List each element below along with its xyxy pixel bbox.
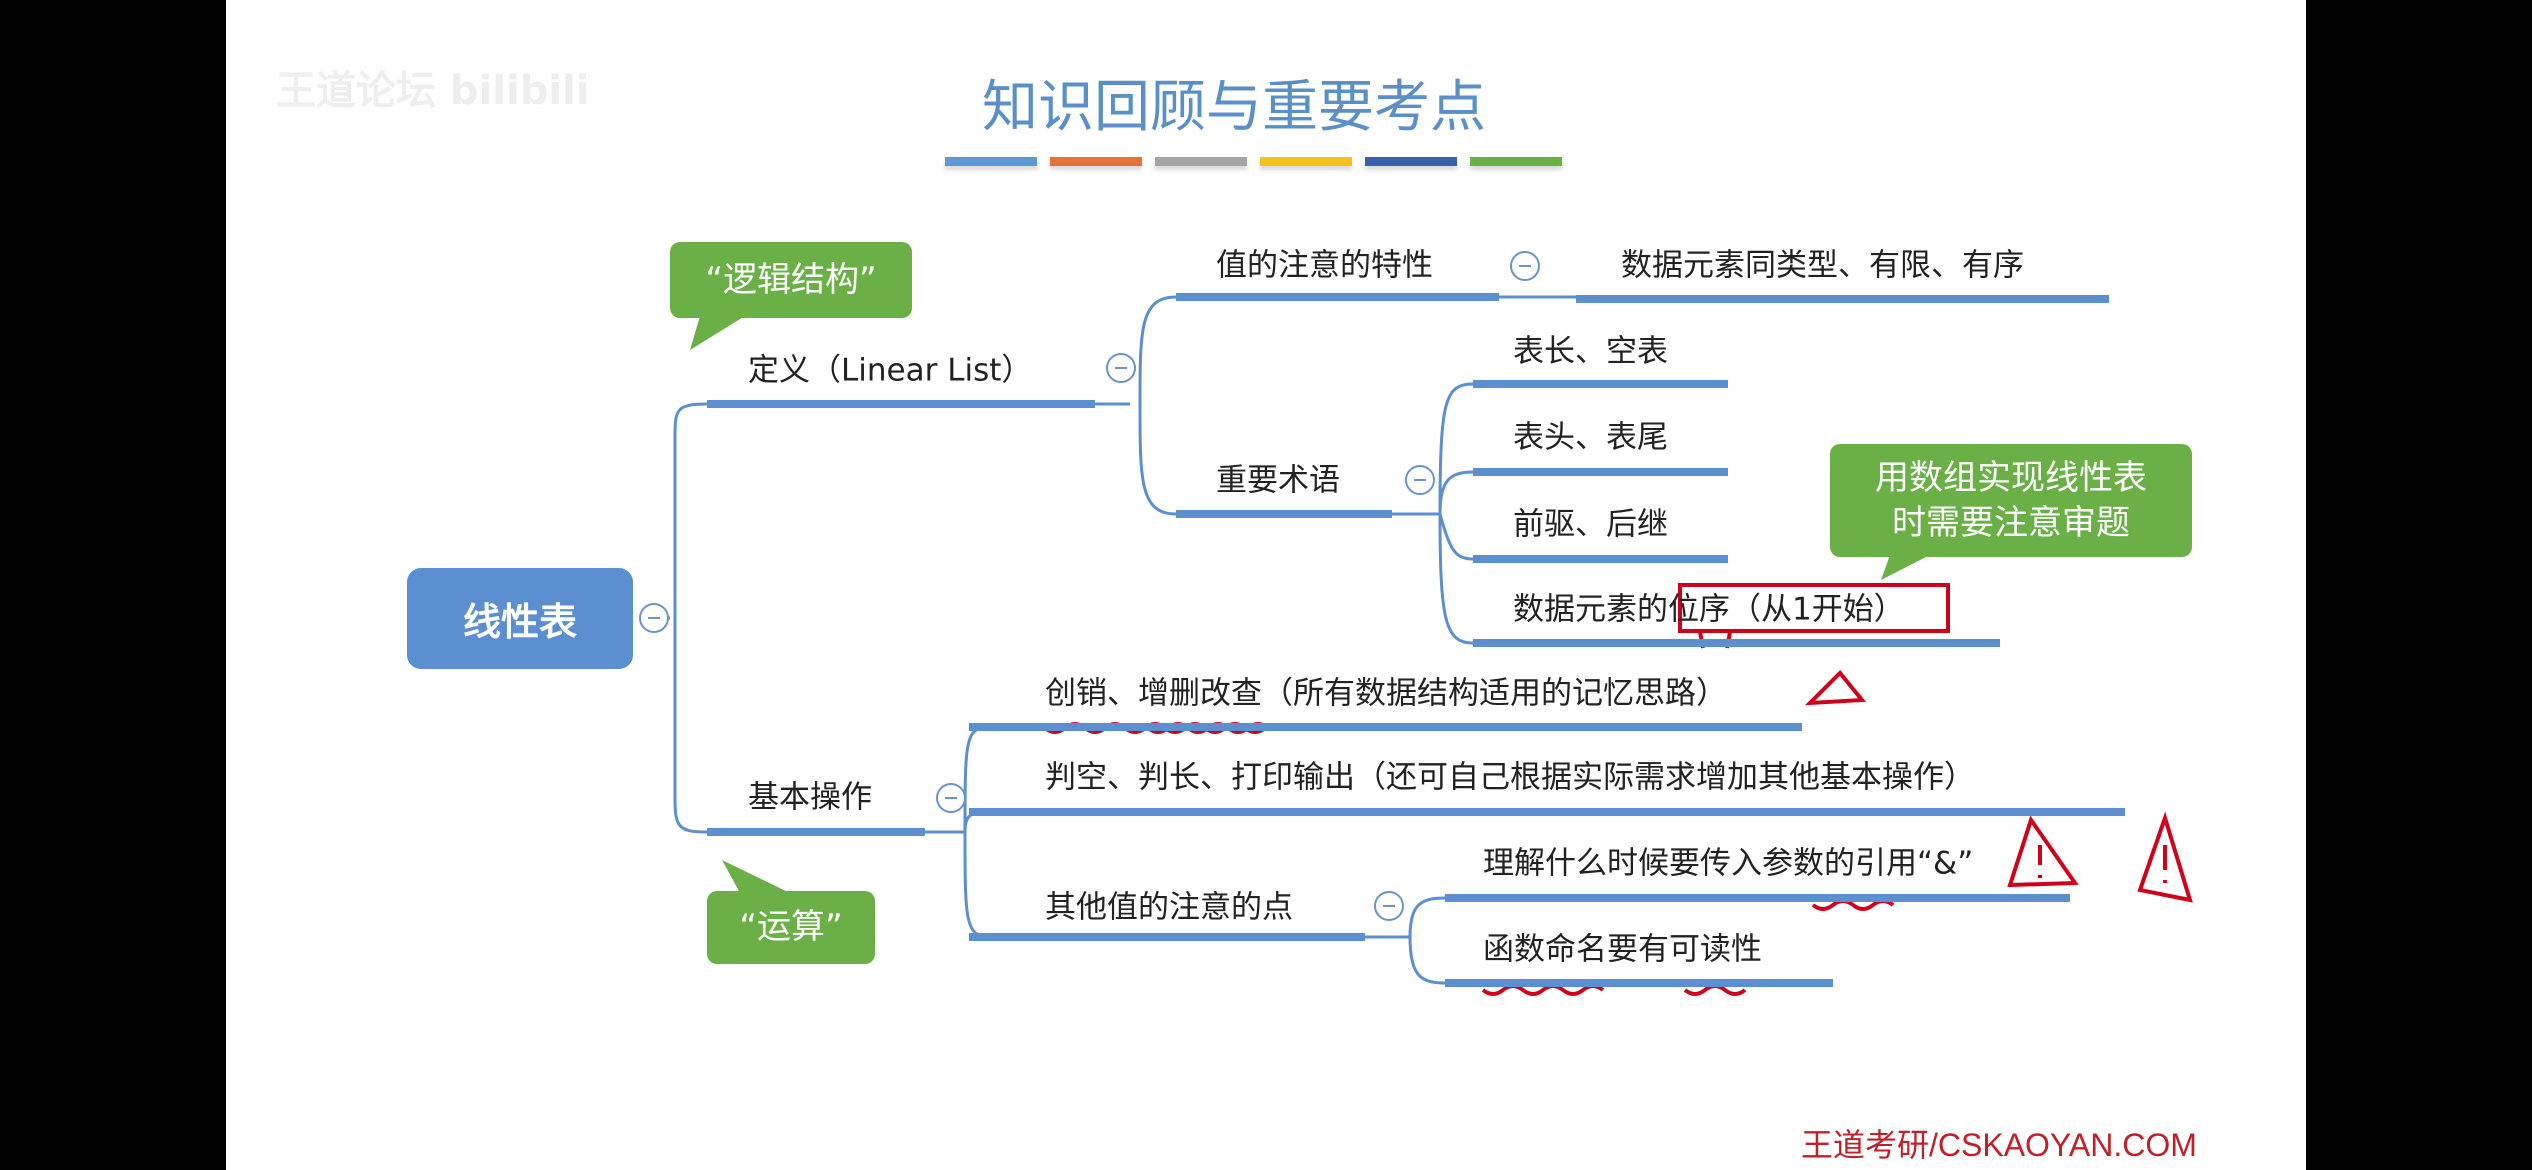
node-operations[interactable]: 基本操作 [748, 779, 872, 816]
underline [1576, 295, 2109, 303]
underline [1445, 979, 1833, 987]
color-bar [1365, 157, 1457, 166]
underline [969, 808, 2125, 816]
node-feature[interactable]: 值的注意的特性 [1216, 247, 1433, 284]
term-item[interactable]: 前驱、后继 [1513, 506, 1668, 543]
page-title: 知识回顾与重要考点 [982, 75, 1486, 140]
collapse-operations-button[interactable] [936, 783, 966, 813]
term-item-position[interactable]: 数据元素的位序（从1开始） [1513, 591, 1905, 628]
underline [969, 933, 1365, 941]
note-item[interactable]: 函数命名要有可读性 [1483, 931, 1762, 968]
callout-array-note: 用数组实现线性表时需要注意审题 [1830, 444, 2192, 557]
collapse-notes-button[interactable] [1374, 891, 1404, 921]
underline [1176, 293, 1499, 301]
term-position-prefix: 数据元素的 [1513, 591, 1668, 628]
collapse-terms-button[interactable] [1405, 465, 1435, 495]
color-bar [1260, 157, 1352, 166]
color-bar [1155, 157, 1247, 166]
underline [1473, 468, 1728, 476]
underline [1473, 380, 1728, 388]
underline [1445, 894, 2070, 902]
operation-item[interactable]: 创销、增删改查（所有数据结构适用的记忆思路） [1045, 675, 1727, 712]
footer-brand: 王道考研/CSKAOYAN.COM [1801, 1127, 2197, 1163]
color-bar [945, 157, 1037, 166]
collapse-feature-button[interactable] [1510, 251, 1540, 281]
underline [707, 828, 925, 836]
callout-operations: “运算” [707, 891, 875, 964]
node-feature-value[interactable]: 数据元素同类型、有限、有序 [1621, 247, 2024, 284]
term-position-boxed: 位序（从1开始） [1668, 591, 1905, 628]
watermark: 王道论坛 bilibili [276, 68, 590, 114]
node-notes[interactable]: 其他值的注意的点 [1045, 889, 1293, 926]
root-node[interactable]: 线性表 [407, 568, 633, 669]
term-item[interactable]: 表长、空表 [1513, 333, 1668, 370]
color-bar [1470, 157, 1562, 166]
underline [707, 400, 1095, 408]
color-bar [1050, 157, 1142, 166]
operation-item[interactable]: 判空、判长、打印输出（还可自己根据实际需求增加其他基本操作） [1045, 759, 1975, 796]
underline [1176, 510, 1392, 518]
term-item[interactable]: 表头、表尾 [1513, 419, 1668, 456]
underline [1473, 639, 2000, 647]
underline [969, 723, 1802, 731]
collapse-definition-button[interactable] [1106, 353, 1136, 383]
callout-logical-structure: “逻辑结构” [670, 242, 912, 318]
node-definition[interactable]: 定义（Linear List） [748, 352, 1033, 389]
underline [1473, 555, 1728, 563]
root-label: 线性表 [462, 600, 577, 644]
note-item[interactable]: 理解什么时候要传入参数的引用“&” [1483, 845, 1974, 882]
collapse-root-button[interactable] [639, 603, 669, 633]
node-terms[interactable]: 重要术语 [1216, 462, 1340, 499]
